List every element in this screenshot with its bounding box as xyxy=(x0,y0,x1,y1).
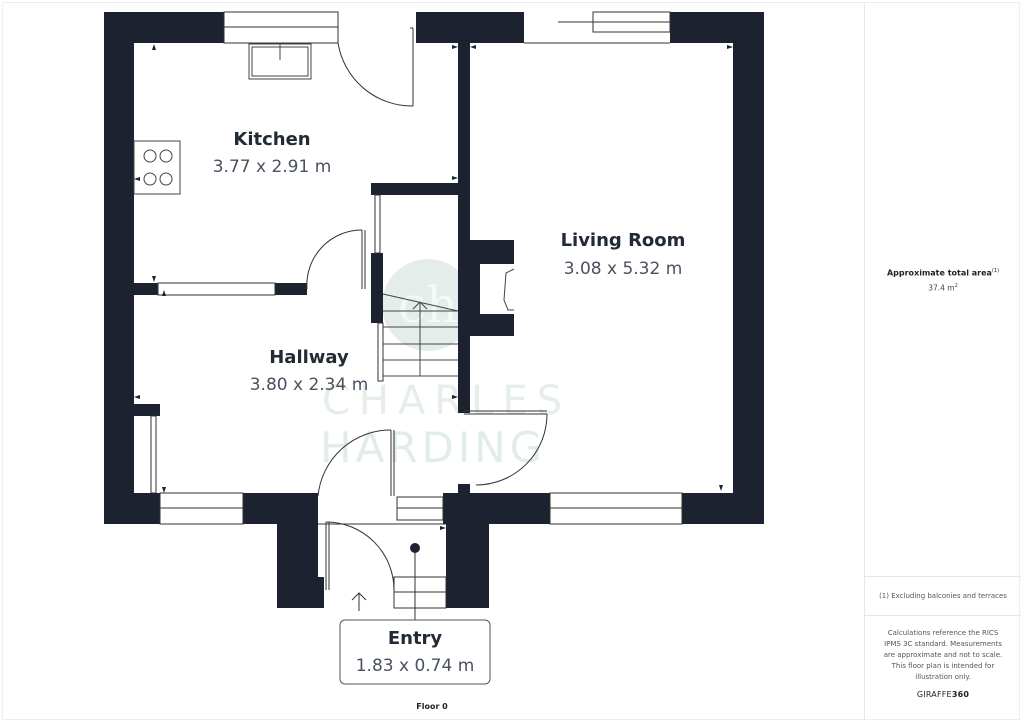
room-name-living-room: Living Room xyxy=(561,230,686,251)
hob-icon xyxy=(133,140,181,195)
area-value: 37.4 m2 xyxy=(928,282,958,293)
room-dim-hallway: 3.80 x 2.34 m xyxy=(250,375,369,395)
footnote-text: (1) Excluding balconies and terraces xyxy=(879,592,1007,600)
disclaimer-text: Calculations reference the RICS IPMS 3C … xyxy=(883,629,1003,681)
room-dim-living-room: 3.08 x 5.32 m xyxy=(564,259,683,279)
svg-text:ch: ch xyxy=(398,276,458,334)
room-name-kitchen: Kitchen xyxy=(233,129,310,150)
svg-text:HARDING: HARDING xyxy=(320,423,546,472)
room-dim-kitchen: 3.77 x 2.91 m xyxy=(213,157,332,177)
floor-label: Floor 0 xyxy=(416,702,448,711)
windows-doors xyxy=(150,11,683,525)
room-dim-entry: 1.83 x 0.74 m xyxy=(356,656,475,676)
staircase xyxy=(382,293,459,377)
watermark: ch CHARLES HARDING xyxy=(320,259,571,472)
room-name-entry: Entry xyxy=(388,628,443,649)
door-swings xyxy=(306,27,548,620)
fireplace-icon xyxy=(480,264,515,314)
total-area-block: Approximate total area(1) 37.4 m2 xyxy=(865,268,1021,292)
brand-logo: GIRAFFE360 xyxy=(916,690,970,699)
dimension-markers xyxy=(134,44,733,576)
entry-label-box xyxy=(339,619,491,685)
floor-plan: ch CHARLES HARDING xyxy=(104,11,764,685)
entry-marker-dot xyxy=(410,543,420,553)
footnote-box: (1) Excluding balconies and terraces xyxy=(865,576,1021,616)
sink-icon xyxy=(248,43,312,80)
area-title: Approximate total area(1) xyxy=(886,268,1000,278)
svg-text:CHARLES: CHARLES xyxy=(322,378,571,424)
info-sidebar: Approximate total area(1) 37.4 m2 (1) Ex… xyxy=(864,4,1021,720)
room-name-hallway: Hallway xyxy=(269,347,349,368)
entry-arrow-icon xyxy=(351,592,367,611)
